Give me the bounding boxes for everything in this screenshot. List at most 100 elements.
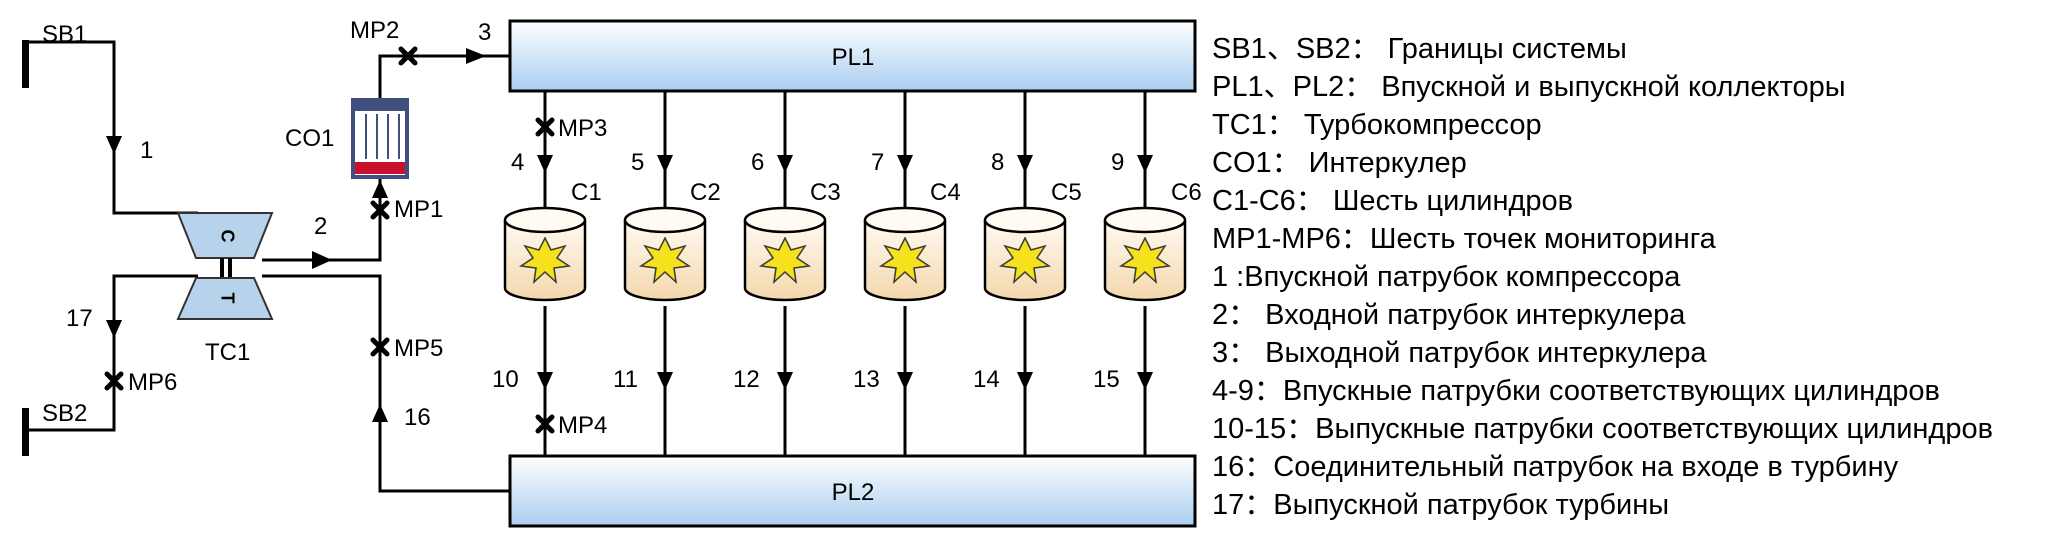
monitoring-point-mp1-label: MP1 [394,196,443,223]
pipe-label-1: 1 [140,137,153,164]
arrow-intake-c5 [1017,155,1033,173]
combustion-spark-icon [518,236,572,284]
pipe-label-2: 2 [314,213,327,240]
pipe-16 [262,274,510,493]
legend-item: C1-C6： Шесть цилиндров [1212,185,1573,217]
cylinder-c3 [743,206,827,302]
arrow-intake-c4 [897,155,913,173]
arrow-exhaust-c4 [897,372,913,390]
pipe-label-3: 3 [478,19,491,46]
monitoring-point-mp5 [370,337,390,357]
arrow-intake-c6 [1137,155,1153,173]
compressor-letter: C [217,230,237,243]
plenum-pl1-label: PL1 [832,44,875,71]
pipe-label-16: 16 [404,404,431,431]
legend-item: MP1-MP6：Шесть точек мониторинга [1212,223,1717,255]
legend: SB1、SB2： Границы системы PL1、PL2： Впускн… [1212,33,1993,521]
arrow-pipe-3 [466,48,486,64]
compressor-wheel [176,212,274,259]
arrow-pipe-1 [106,136,122,154]
cylinder-label-c1: C1 [571,179,602,206]
monitoring-point-mp6 [104,371,124,391]
intercooler-label: CO1 [285,125,334,152]
intake-label-c3: 6 [751,149,764,176]
monitoring-point-mp3-label: MP3 [558,115,607,142]
monitoring-point-mp3 [535,117,555,137]
arrow-intake-c1 [537,155,553,173]
exhaust-label-c1: 10 [492,366,519,393]
cylinder-c5 [983,206,1067,302]
arrow-pipe-2 [312,251,332,269]
exhaust-label-c3: 12 [733,366,760,393]
cylinder-label-c6: C6 [1171,179,1202,206]
plenum-pl2 [508,454,1197,528]
monitoring-point-mp4-label: MP4 [558,412,607,439]
exhaust-label-c5: 14 [973,366,1000,393]
legend-item: 10-15：Выпускные патрубки соответствующих… [1212,413,1993,445]
arrow-mp1 [372,180,388,198]
monitoring-point-mp1 [370,200,390,220]
legend-item: 4-9：Впускные патрубки соответствующих ци… [1212,375,1940,407]
pipe-2 [262,179,382,262]
legend-item: SB1、SB2： Границы системы [1212,33,1627,65]
legend-item: TC1： Турбокомпрессор [1212,109,1542,141]
legend-item: 1 :Впускной патрубок компрессора [1212,261,1681,293]
turbocharger-tc1: C T [176,212,274,320]
exhaust-label-c6: 15 [1093,366,1120,393]
arrow-pipe-17 [106,320,122,338]
cylinder-c2 [623,206,707,302]
monitoring-point-mp4 [535,414,555,434]
cylinder-label-c4: C4 [930,179,961,206]
arrow-exhaust-c3 [777,372,793,390]
intercooler-co1 [351,98,409,179]
intake-label-c5: 8 [991,149,1004,176]
combustion-spark-icon [998,236,1052,284]
pipe-1 [26,40,198,215]
turbine-letter: T [217,293,237,304]
cylinder-label-c5: C5 [1051,179,1082,206]
arrow-intake-c2 [657,155,673,173]
boundary-sb1-label: SB1 [42,21,87,48]
plenum-pl2-label: PL2 [832,479,875,506]
cylinder-label-c2: C2 [690,179,721,206]
arrow-exhaust-c5 [1017,372,1033,390]
cylinder-c4 [863,206,947,302]
cylinder-label-c3: C3 [810,179,841,206]
combustion-spark-icon [638,236,692,284]
legend-item: 16：Соединительный патрубок на входе в ту… [1212,451,1899,483]
combustion-spark-icon [758,236,812,284]
cylinder-c6 [1103,206,1187,302]
flow-arrows [106,48,1153,422]
intake-label-c2: 5 [631,149,644,176]
combustion-spark-icon [1118,236,1172,284]
monitoring-point-mp5-label: MP5 [394,335,443,362]
turbine-wheel [176,277,274,320]
legend-item: CO1： Интеркулер [1212,147,1467,179]
arrow-exhaust-c1 [537,372,553,390]
intake-label-c1: 4 [511,149,524,176]
boundary-sb2 [22,408,29,456]
legend-item: 2： Входной патрубок интеркулера [1212,299,1686,331]
arrow-exhaust-c6 [1137,372,1153,390]
legend-item: PL1、PL2： Впускной и выпускной коллекторы [1212,71,1846,103]
combustion-spark-icon [878,236,932,284]
pipe-label-17: 17 [66,305,93,332]
arrow-pipe-16 [372,404,388,422]
plenum-pl1 [508,19,1197,93]
legend-item: 17：Выпускной патрубок турбины [1212,489,1669,521]
exhaust-label-c4: 13 [853,366,880,393]
cylinder-c1 [503,206,587,302]
intake-label-c6: 9 [1111,149,1124,176]
pipe-17 [26,274,198,432]
arrow-intake-c3 [777,155,793,173]
boundary-sb1 [22,40,29,88]
turbocharger-label: TC1 [205,339,250,366]
monitoring-point-mp2 [398,46,418,66]
boundary-sb2-label: SB2 [42,400,87,427]
legend-item: 3： Выходной патрубок интеркулера [1212,337,1707,369]
arrow-exhaust-c2 [657,372,673,390]
exhaust-label-c2: 11 [613,366,638,393]
monitoring-point-mp2-label: MP2 [350,17,399,44]
monitoring-point-mp6-label: MP6 [128,369,177,396]
